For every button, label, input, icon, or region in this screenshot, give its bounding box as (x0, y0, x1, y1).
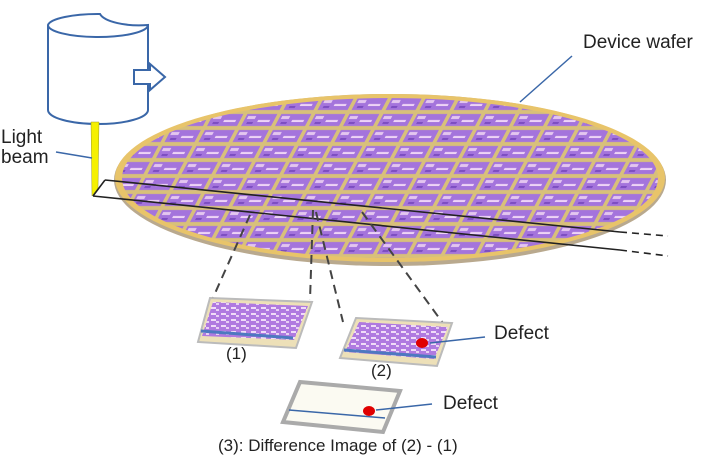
image-2-label: (2) (371, 361, 392, 380)
difference-image-3 (280, 379, 433, 435)
caption: (3): Difference Image of (2) - (1) (218, 436, 458, 455)
scan-direction-arrow-icon (133, 61, 167, 93)
device-wafer (114, 94, 666, 266)
defect-label-3: Defect (443, 393, 498, 414)
light-beam-leader (55, 151, 93, 159)
camera-cylinder-icon (46, 12, 150, 125)
image-1-label: (1) (226, 344, 247, 363)
captured-image-2 (338, 316, 486, 368)
scan-lines (92, 179, 669, 257)
light-beam (90, 121, 100, 197)
device-wafer-label: Device wafer (583, 32, 693, 53)
defect-marker (416, 338, 428, 348)
zoom-guide-lines (211, 209, 446, 327)
light-beam-label-line2: beam (1, 147, 49, 168)
defect-marker (363, 406, 375, 416)
defect-label-2: Defect (494, 323, 549, 344)
light-beam-label-line1: Light (1, 127, 43, 148)
captured-image-1 (196, 296, 314, 350)
device-wafer-leader (519, 55, 573, 103)
